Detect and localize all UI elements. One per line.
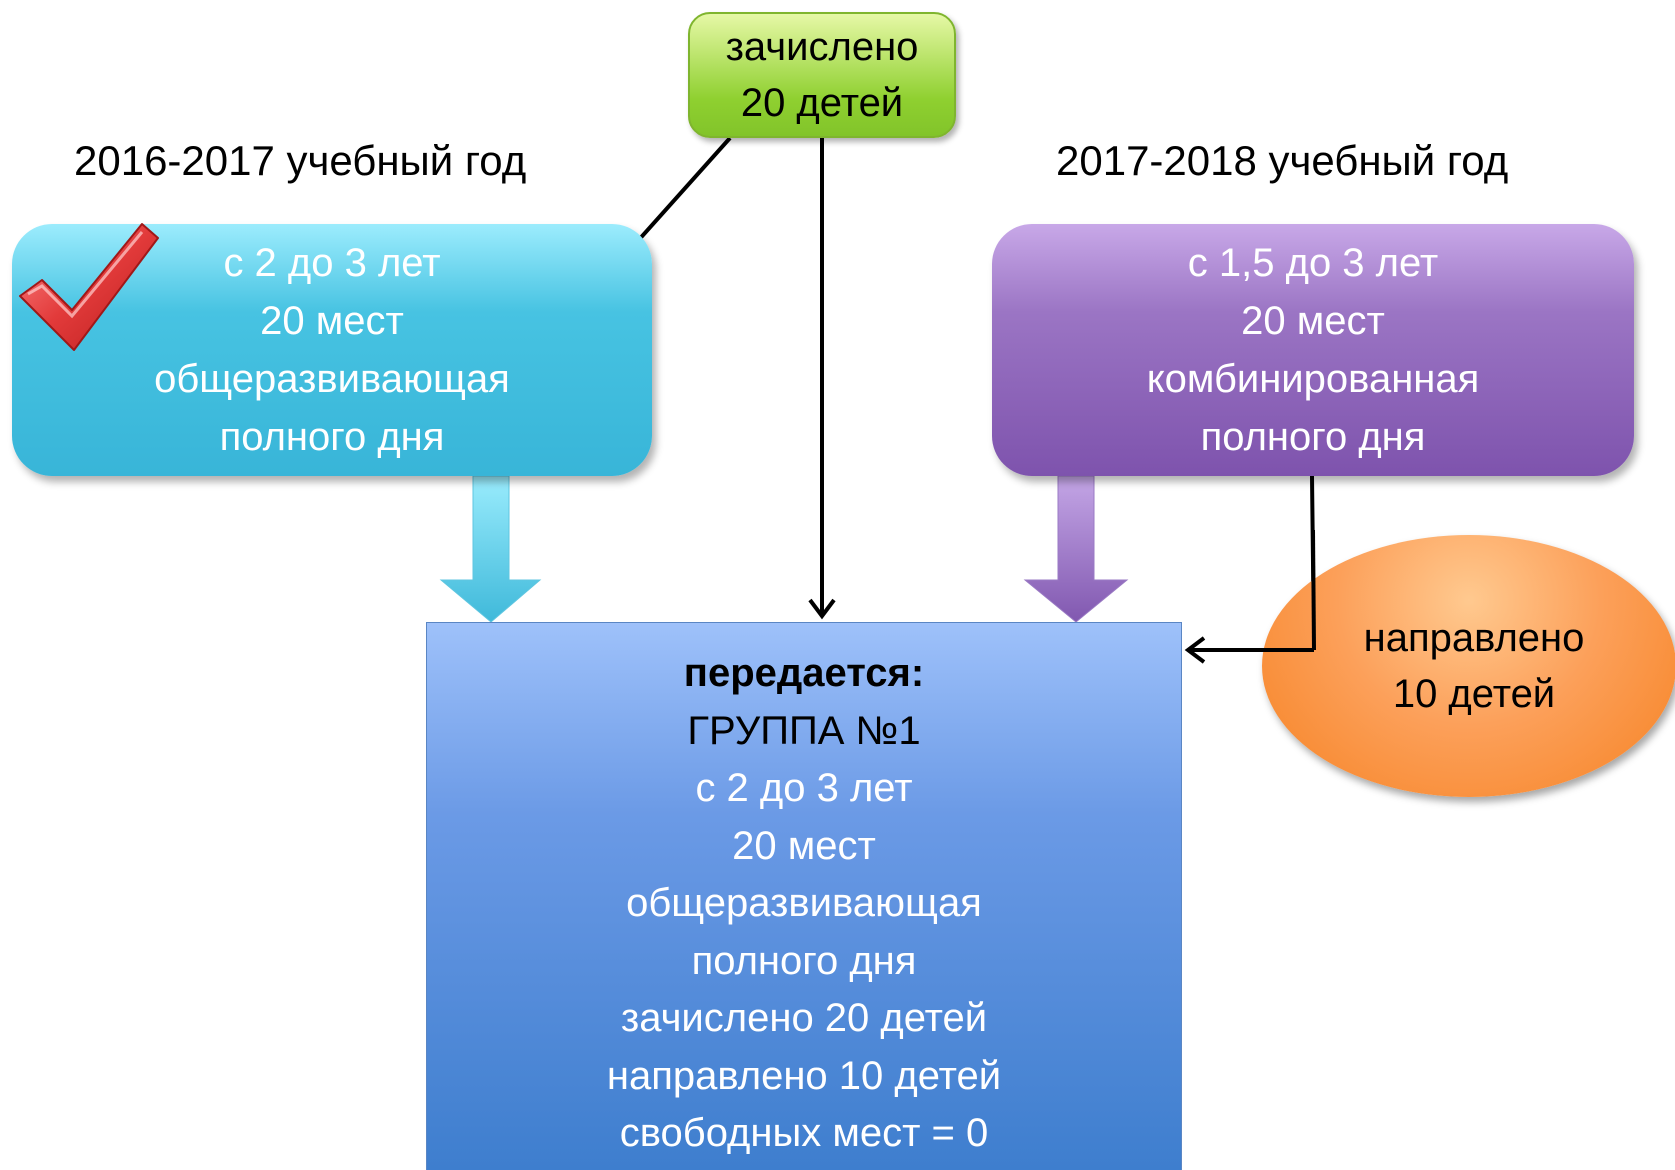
group-2017-mode: полного дня [1200,415,1426,459]
group-2016-age: с 2 до 3 лет [223,241,441,285]
group-2016-type: общеразвивающая [154,357,510,401]
group-2017-box: с 1,5 до 3 лет 20 мест комбинированная п… [992,224,1634,476]
enrolled-line2: 20 детей [740,81,904,125]
result-free-places: свободных мест = 0 [619,1111,989,1155]
result-type: общеразвивающая [626,881,982,925]
group-2017-places: 20 мест [1241,299,1385,343]
result-heading: передается: [683,651,925,695]
directed-line1: направлено [1363,616,1585,660]
group-2016-places: 20 мест [260,299,404,343]
enrolled-line1: зачислено [725,25,919,69]
result-group-name: ГРУППА №1 [687,708,921,753]
result-places: 20 мест [732,823,876,868]
result-box: передается: ГРУППА №1 с 2 до 3 лет 20 ме… [426,622,1182,1170]
result-mode: полного дня [691,938,917,983]
checkmark-icon [19,223,159,351]
group-2017-type: комбинированная [1146,357,1480,401]
result-directed: направлено 10 детей [606,1053,1002,1098]
block-arrow-left [439,475,542,623]
group-2017-age: с 1,5 до 3 лет [1187,241,1439,285]
directed-line2: 10 детей [1392,672,1556,716]
block-arrow-right [1023,475,1129,623]
year-label-2017-2018: 2017-2018 учебный год [1056,137,1509,184]
result-age: с 2 до 3 лет [695,766,913,810]
group-2016-mode: полного дня [219,415,445,459]
enrolled-box: зачислено 20 детей [688,12,956,138]
directed-ellipse: направлено 10 детей [1262,535,1675,797]
year-label-2016-2017: 2016-2017 учебный год [74,137,527,184]
result-enrolled: зачислено 20 детей [620,996,988,1040]
